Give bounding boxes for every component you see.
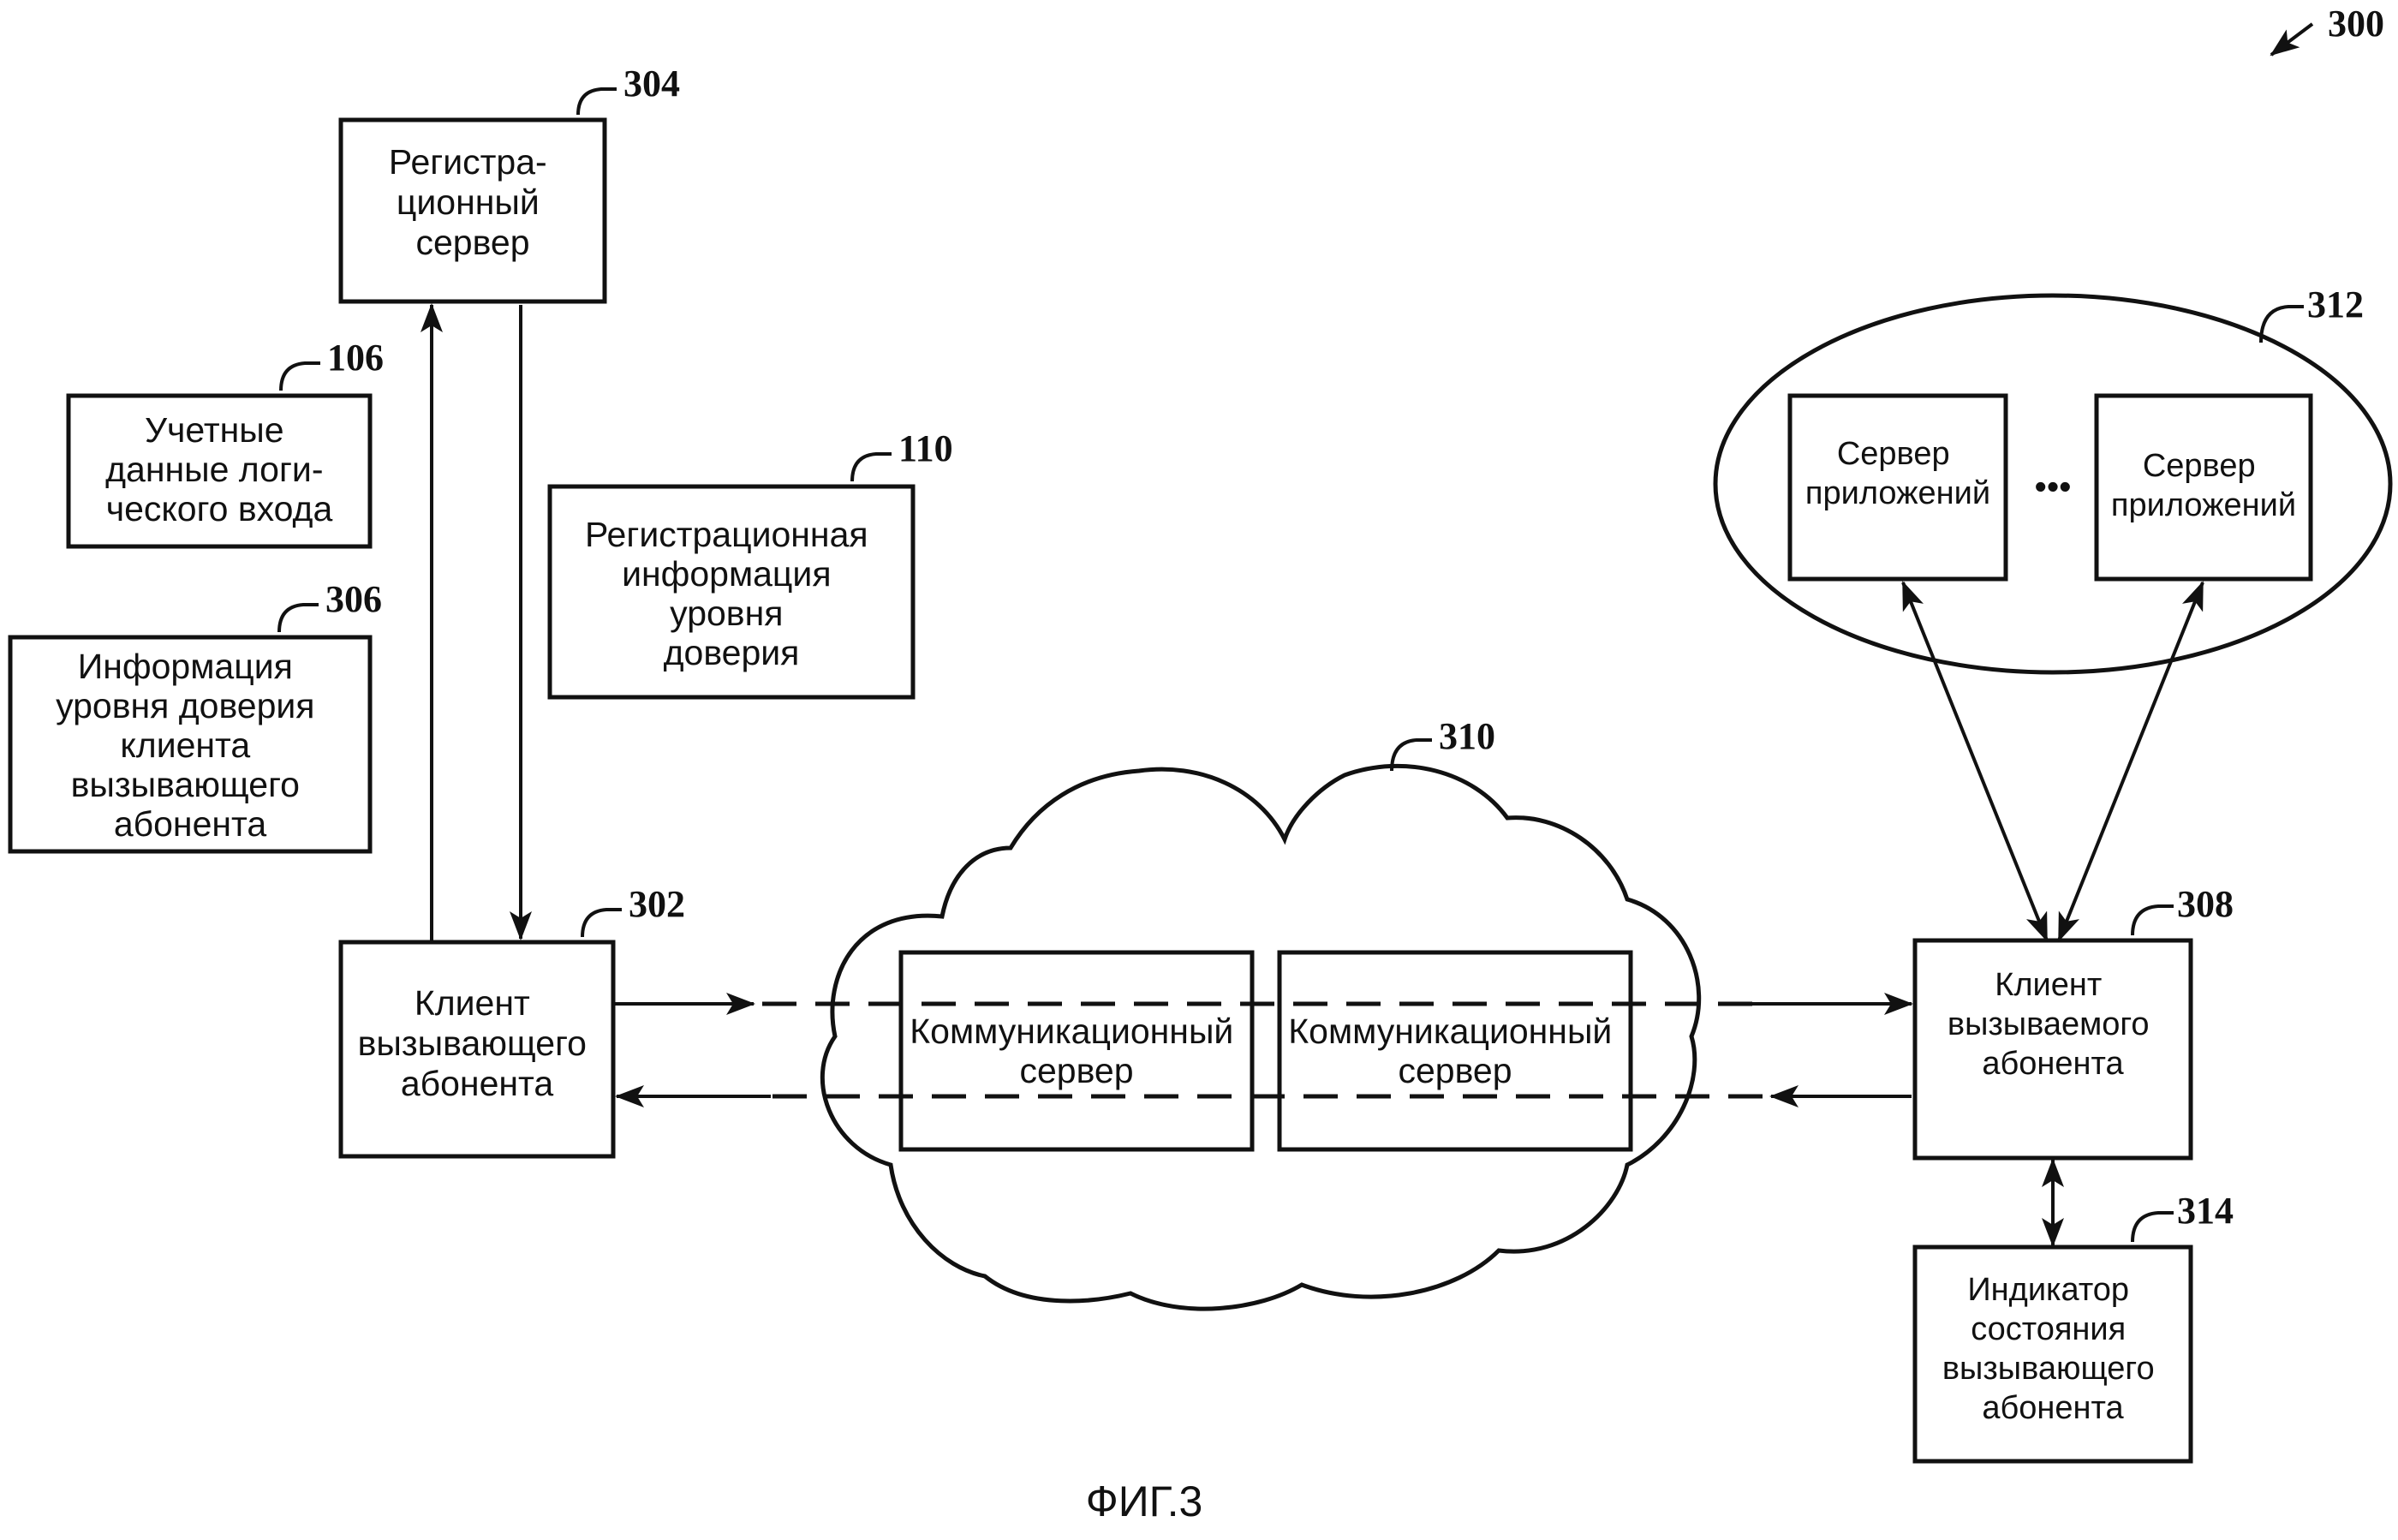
callee-client: Клиент вызываемого абонента 308: [1912, 883, 2234, 1161]
caller-status-indicator: Индикатор состояния вызывающего абонента…: [1912, 1190, 2234, 1464]
caller-client: Клиент вызывающего абонента 302: [338, 883, 685, 1159]
caller-trust-info-label: Информация уровня доверия клиента вызыва…: [56, 647, 325, 844]
caller-client-ref: 302: [629, 883, 685, 925]
login-credentials-leader: [279, 361, 320, 391]
caller-status-indicator-leader: [2131, 1211, 2174, 1243]
app-server-1-box: [1787, 393, 2008, 582]
communication-server-1-box: [898, 950, 1255, 1152]
communication-server-2-box: [1277, 950, 1633, 1152]
figure-number-label: 300: [2328, 3, 2384, 45]
communication-server-1: [898, 950, 1255, 1152]
caller-client-leader: [581, 908, 622, 938]
registration-server: Регистра- ционный сервер 304: [338, 63, 680, 304]
network-cloud-shape: [820, 763, 1702, 1311]
registration-trust-info-leader: [850, 452, 892, 482]
caller-trust-info: Информация уровня доверия клиента вызыва…: [8, 578, 382, 854]
figure-number: 300: [2270, 3, 2384, 57]
login-credentials: Учетные данные логи- ческого входа 106: [66, 337, 384, 549]
communication-server-2: [1277, 950, 1633, 1152]
network-cloud-ref: 310: [1439, 715, 1495, 757]
app-servers-ellipsis: •••: [2034, 467, 2071, 506]
registration-trust-info-box: [547, 484, 916, 700]
app-server-2-label: Сервер приложений: [2111, 448, 2296, 523]
arrow-app-server-2-callee: [2057, 581, 2204, 942]
caller-status-indicator-box: [1912, 1245, 2193, 1464]
figure-number-arrow: [2270, 22, 2314, 57]
registration-trust-info-label: Регистрационная информация уровня довери…: [585, 515, 878, 672]
registration-server-leader: [576, 87, 617, 116]
login-credentials-ref: 106: [327, 337, 384, 379]
network-cloud: 310: [820, 715, 1702, 1311]
communication-server-1-label: Коммуникационный сервер: [910, 1012, 1243, 1090]
registration-server-label: Регистра- ционный сервер: [389, 142, 557, 262]
communication-server-2-label: Коммуникационный сервер: [1288, 1012, 1621, 1090]
login-credentials-box: [66, 393, 373, 549]
network-cloud-leader: [1390, 738, 1432, 772]
caller-client-label: Клиент вызывающего абонента: [358, 983, 597, 1103]
app-servers-ref: 312: [2307, 284, 2364, 325]
figure-caption: ФИГ.3: [1086, 1477, 1203, 1525]
registration-server-ref: 304: [623, 63, 680, 104]
callee-client-label: Клиент вызываемого абонента: [1948, 967, 2158, 1082]
callee-client-leader: [2131, 904, 2174, 936]
app-server-2-box: [2094, 393, 2313, 582]
app-server-1-label: Сервер приложений: [1805, 436, 1990, 511]
caller-client-box: [338, 940, 616, 1159]
caller-trust-info-box: [8, 635, 373, 854]
registration-server-box: [338, 117, 607, 304]
login-credentials-label: Учетные данные логи- ческого входа: [105, 410, 333, 528]
registration-trust-info: Регистрационная информация уровня довери…: [547, 427, 953, 700]
app-servers-leader: [2259, 305, 2304, 343]
callee-client-box: [1912, 938, 2193, 1161]
registration-trust-info-ref: 110: [898, 427, 953, 469]
app-servers-group: 312 Сервер приложений ••• Сервер приложе…: [1713, 284, 2393, 675]
caller-status-indicator-ref: 314: [2177, 1190, 2234, 1232]
caller-status-indicator-label: Индикатор состояния вызывающего абонента: [1942, 1272, 2163, 1426]
caller-trust-info-leader: [277, 603, 319, 633]
caller-trust-info-ref: 306: [325, 578, 382, 620]
callee-client-ref: 308: [2177, 883, 2234, 925]
arrow-app-server-1-callee: [1901, 581, 2049, 942]
